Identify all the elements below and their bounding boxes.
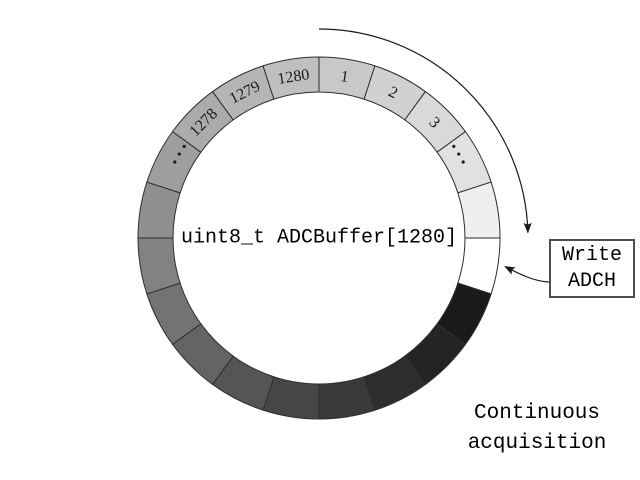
buffer-declaration-label: uint8_t ADCBuffer[1280] xyxy=(180,226,458,250)
write-adch-box: Write ADCH xyxy=(549,239,635,298)
ellipsis-dot-icon xyxy=(452,144,456,148)
write-box-line2: ADCH xyxy=(567,269,616,293)
segment-index-label: 1280 xyxy=(276,66,310,88)
ring-segment xyxy=(137,237,181,295)
ring-segment xyxy=(457,181,501,239)
ellipsis-dot-icon xyxy=(173,160,177,164)
write-box-line1: Write xyxy=(561,243,622,267)
write-pointer-arrow-icon xyxy=(504,265,550,283)
ring-segment xyxy=(318,376,376,420)
ellipsis-dot-icon xyxy=(177,152,181,156)
clockwise-rotation-arrow-icon xyxy=(318,28,532,234)
ellipsis-dot-icon xyxy=(461,160,465,164)
caption-line2: acquisition xyxy=(467,432,607,455)
ellipsis-dot-icon xyxy=(457,152,461,156)
caption-line1: Continuous xyxy=(473,402,601,425)
continuous-acquisition-caption: Continuous acquisition xyxy=(455,399,619,459)
segment-index-label: 1 xyxy=(339,68,350,86)
ring-segment xyxy=(262,56,320,100)
ellipsis-dot-icon xyxy=(182,144,186,148)
